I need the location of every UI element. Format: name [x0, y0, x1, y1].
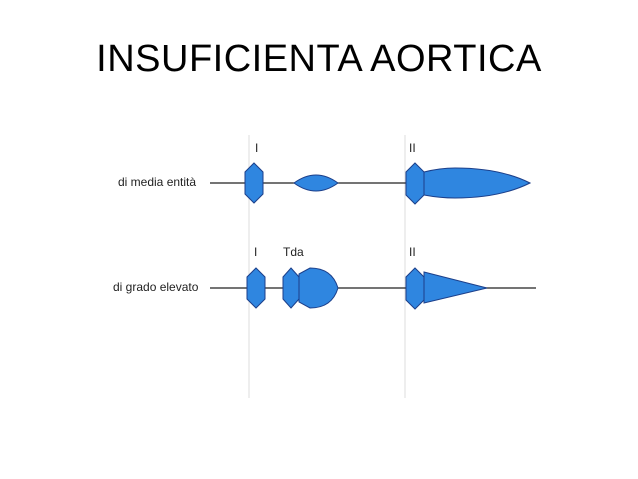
- sound-label-s2-row-1: II: [409, 141, 416, 155]
- tda-sound-row-2: [282, 267, 300, 309]
- sound-label-tda-row-2: Tda: [283, 245, 304, 259]
- first-heart-sound-row-1: [244, 162, 264, 204]
- sound-label-s1-row-1: I: [255, 141, 258, 155]
- diastolic-murmur-row-2: [423, 271, 488, 304]
- second-heart-sound-row-2: [405, 267, 425, 310]
- row-label-moderate: di media entità: [118, 175, 196, 189]
- second-heart-sound-row-1: [405, 162, 425, 205]
- sound-label-s1-row-2: I: [254, 245, 257, 259]
- first-heart-sound-row-2: [246, 267, 266, 309]
- row-label-severe: di grado elevato: [113, 280, 199, 294]
- systolic-murmur-row-1: [293, 174, 339, 192]
- sound-label-s2-row-2: II: [409, 245, 416, 259]
- systolic-murmur-row-2: [298, 267, 339, 309]
- slide-title: INSUFICIENTA AORTICA: [96, 38, 542, 80]
- diastolic-murmur-row-1: [423, 167, 532, 199]
